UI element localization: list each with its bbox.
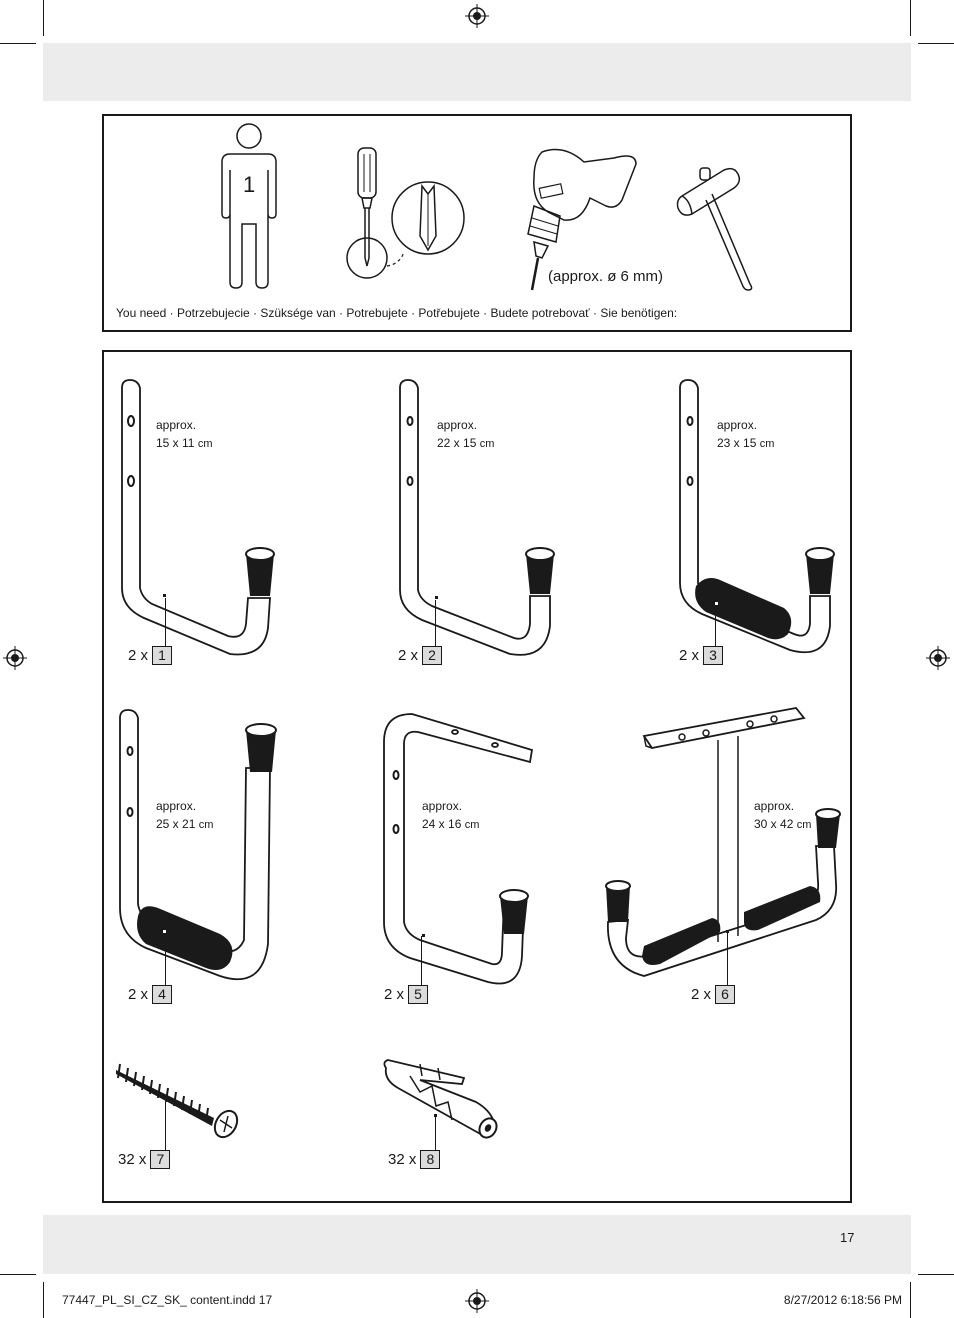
- footer-file-name: 77447_PL_SI_CZ_SK_ content.indd 17: [62, 1293, 273, 1307]
- crop-mark: [910, 0, 911, 36]
- leader-line: [435, 600, 436, 646]
- crop-mark: [918, 1274, 954, 1275]
- crop-mark: [43, 1282, 44, 1318]
- part-3-dimension: approx. 23 x 15 cm: [717, 418, 775, 450]
- part-6-dimension: approx. 30 x 42 cm: [754, 799, 812, 831]
- leader-line: [727, 932, 728, 985]
- screwdriver-icon: [346, 147, 465, 279]
- person-count: 1: [243, 172, 256, 197]
- crop-mark: [43, 0, 44, 36]
- screw-icon: [116, 1063, 239, 1139]
- hook-icon: [605, 707, 841, 977]
- crop-mark: [0, 43, 36, 44]
- registration-mark-icon: [926, 646, 950, 670]
- tools-needed-box: 1 (approx. ø 6 mm) You need · Potrzebuje…: [102, 114, 852, 332]
- part-4-dimension: approx. 25 x 21 cm: [156, 799, 214, 831]
- hammer-icon: [676, 167, 753, 291]
- wall-plug-icon: [383, 1059, 498, 1139]
- hook-icon: [383, 713, 534, 985]
- registration-mark-icon: [3, 646, 27, 670]
- drill-size-label: (approx. ø 6 mm): [548, 268, 664, 285]
- you-need-label: You need · Potrzebujecie · Szüksége van …: [116, 306, 678, 320]
- registration-mark-icon: [465, 4, 489, 28]
- part-1-dimension: approx. 15 x 11 cm: [156, 418, 213, 450]
- part-2-dimension: approx. 22 x 15 cm: [437, 418, 495, 450]
- header-band: [43, 43, 911, 101]
- leader-line: [421, 936, 422, 985]
- hook-icon: [679, 379, 835, 654]
- hook-icon: [119, 709, 277, 981]
- page-number: 17: [840, 1230, 855, 1245]
- leader-line: [165, 936, 166, 985]
- drill-icon: [527, 148, 637, 291]
- leader-line: [165, 1102, 166, 1150]
- person-icon: [221, 123, 277, 289]
- leader-line: [165, 598, 166, 646]
- footer-timestamp: 8/27/2012 6:18:56 PM: [783, 1293, 902, 1307]
- footer-band: [43, 1215, 911, 1274]
- leader-line: [715, 606, 716, 646]
- crop-mark: [0, 1274, 36, 1275]
- crop-mark: [918, 43, 954, 44]
- part-5-dimension: approx. 24 x 16 cm: [422, 799, 480, 831]
- leader-line: [435, 1116, 436, 1150]
- registration-mark-icon: [465, 1289, 489, 1313]
- hook-icon: [399, 379, 555, 656]
- crop-mark: [910, 1282, 911, 1318]
- hook-icon: [121, 379, 275, 656]
